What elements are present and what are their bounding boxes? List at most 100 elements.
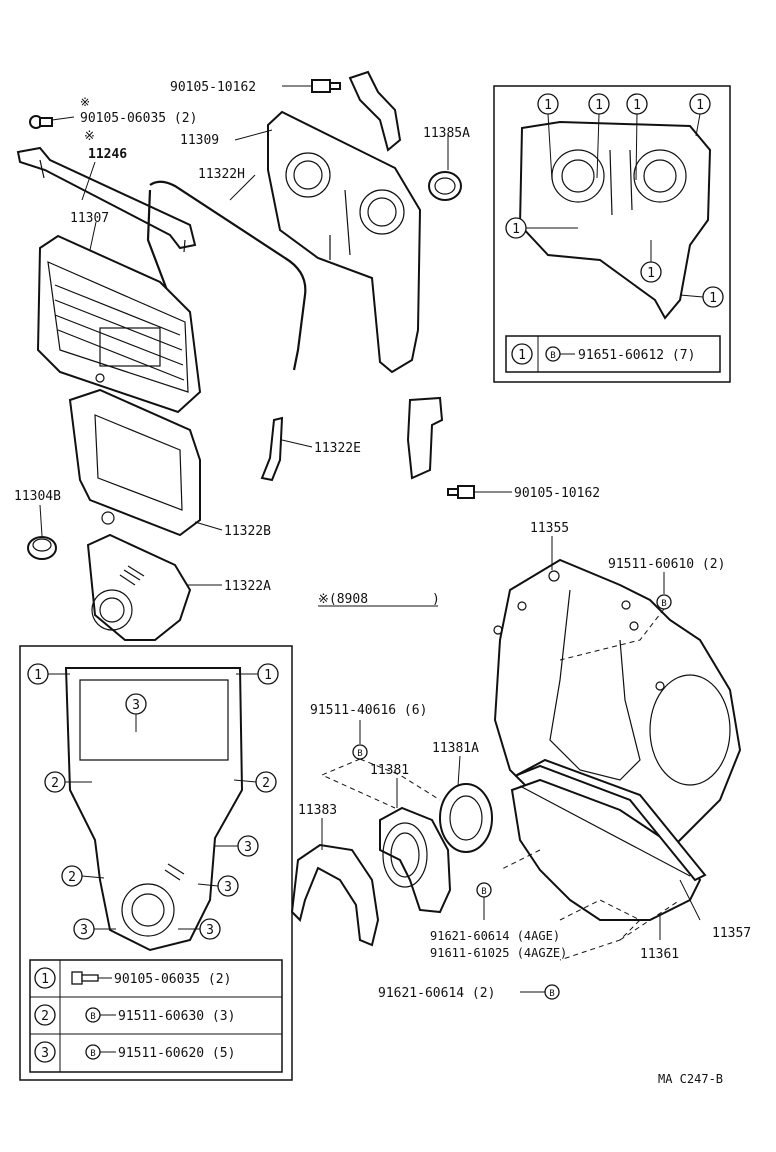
label-11309: 11309 [180, 133, 219, 148]
bolt-symbol-91621-60614-2-icon: B [544, 984, 560, 1000]
seal-11385A [428, 171, 462, 201]
label-11322A: 11322A [224, 579, 271, 594]
bottom-left-detail-box [19, 645, 293, 1081]
svg-text:2: 2 [41, 1009, 49, 1024]
belt-guide-11246 [16, 146, 197, 253]
label-91611-61025-4agze: 91611-61025 (4AGZE) [430, 946, 567, 960]
svg-text:1: 1 [41, 972, 49, 987]
gasket-11383 [290, 843, 380, 947]
mark-90105-06035: ※ [80, 95, 90, 109]
svg-text:1: 1 [264, 668, 272, 683]
svg-text:2: 2 [262, 776, 270, 791]
retainer-11381 [379, 806, 452, 914]
callout-3-right-b: 3 [217, 875, 239, 897]
callout-1-e: 1 [505, 217, 527, 239]
bolt-symbol-91621-60614-icon: B [476, 882, 492, 898]
rear-plate-detail [518, 120, 712, 320]
svg-text:1: 1 [34, 668, 42, 683]
callout-1-a: 1 [537, 93, 559, 115]
note-8908-close: ) [432, 592, 440, 607]
svg-text:1: 1 [544, 98, 552, 113]
svg-text:2: 2 [68, 870, 76, 885]
lower-cover-detail [64, 667, 244, 952]
bolt-90105-06035-legend-icon [71, 971, 99, 985]
label-11322E: 11322E [314, 441, 361, 456]
bracket-top [348, 70, 402, 152]
svg-text:B: B [481, 887, 486, 897]
top-right-detail-box [493, 85, 731, 383]
footer-code: MA C247-B [658, 1072, 723, 1086]
grommet-11304B [27, 536, 57, 560]
svg-text:B: B [357, 749, 362, 759]
plate-11361 [510, 778, 702, 921]
callout-3-top: 3 [125, 693, 147, 715]
plate-11357 [514, 758, 707, 882]
callout-1-c: 1 [626, 93, 648, 115]
bolt-90105-06035-icon [29, 115, 53, 129]
svg-text:1: 1 [518, 348, 526, 363]
label-11355: 11355 [530, 521, 569, 536]
callout-leaders-top-right [526, 113, 704, 298]
label-11322H: 11322H [198, 167, 245, 182]
callout-2-right: 2 [255, 771, 277, 793]
callout-2-left: 2 [44, 771, 66, 793]
bolt-symbol-icon: B [545, 346, 561, 362]
svg-text:3: 3 [244, 840, 252, 855]
legend-row-1: 1 90105-06035 (2) [34, 967, 231, 989]
svg-text:1: 1 [595, 98, 603, 113]
lower-cover-11322A [86, 533, 192, 641]
svg-text:1: 1 [512, 222, 520, 237]
label-11383: 11383 [298, 803, 337, 818]
callout-3-right-a: 3 [237, 835, 259, 857]
label-90105-10162-mid: 90105-10162 [514, 486, 600, 501]
svg-text:B: B [90, 1012, 95, 1022]
svg-text:B: B [661, 599, 666, 609]
callout-1-right: 1 [257, 663, 279, 685]
svg-text:91511-60620 (5): 91511-60620 (5) [118, 1046, 235, 1061]
seal-11381A [439, 783, 493, 853]
label-90105-10162-top: 90105-10162 [170, 80, 256, 95]
svg-text:3: 3 [80, 923, 88, 938]
svg-text:1: 1 [647, 266, 655, 281]
bolt-symbol-91511-40616-icon: B [352, 744, 368, 760]
callout-3-right-c: 3 [199, 918, 221, 940]
bolt-symbol-91511-60610-icon: B [656, 594, 672, 610]
label-11322B: 11322B [224, 524, 271, 539]
callout-1-f: 1 [640, 261, 662, 283]
label-91511-40616: 91511-40616 (6) [310, 703, 427, 718]
svg-text:90105-06035 (2): 90105-06035 (2) [114, 972, 231, 987]
label-11381: 11381 [370, 763, 409, 778]
label-11357: 11357 [712, 926, 751, 941]
mark-11246: ※ [84, 129, 95, 144]
label-11385A: 11385A [423, 126, 470, 141]
svg-text:B: B [550, 351, 555, 361]
label-11304B: 11304B [14, 489, 61, 504]
gasket-11322H [146, 180, 307, 371]
callout-1-left: 1 [27, 663, 49, 685]
svg-text:2: 2 [51, 776, 59, 791]
svg-text:B: B [90, 1049, 95, 1059]
rear-plate-11309 [267, 110, 422, 374]
bottom-left-legend [29, 959, 283, 1073]
svg-text:1: 1 [633, 98, 641, 113]
svg-text:3: 3 [206, 923, 214, 938]
bracket-mid [406, 396, 444, 480]
top-right-legend-key: 1 [511, 343, 533, 365]
callout-1-b: 1 [588, 93, 610, 115]
callout-leaders-bottom-left [48, 673, 258, 930]
svg-text:1: 1 [696, 98, 704, 113]
svg-text:3: 3 [132, 698, 140, 713]
svg-text:3: 3 [41, 1046, 49, 1061]
bracket-11322E [260, 416, 284, 482]
svg-text:91511-60630 (3): 91511-60630 (3) [118, 1009, 235, 1024]
top-right-legend [505, 335, 721, 373]
svg-text:3: 3 [224, 880, 232, 895]
bolt-90105-10162-top-icon [311, 79, 341, 93]
top-right-legend-part: 91651-60612 (7) [578, 348, 695, 363]
svg-text:B: B [549, 989, 554, 999]
label-91511-60610: 91511-60610 (2) [608, 557, 725, 572]
svg-text:1: 1 [709, 291, 717, 306]
callout-2-left-b: 2 [61, 865, 83, 887]
bolt-90105-10162-mid-icon [447, 485, 475, 499]
